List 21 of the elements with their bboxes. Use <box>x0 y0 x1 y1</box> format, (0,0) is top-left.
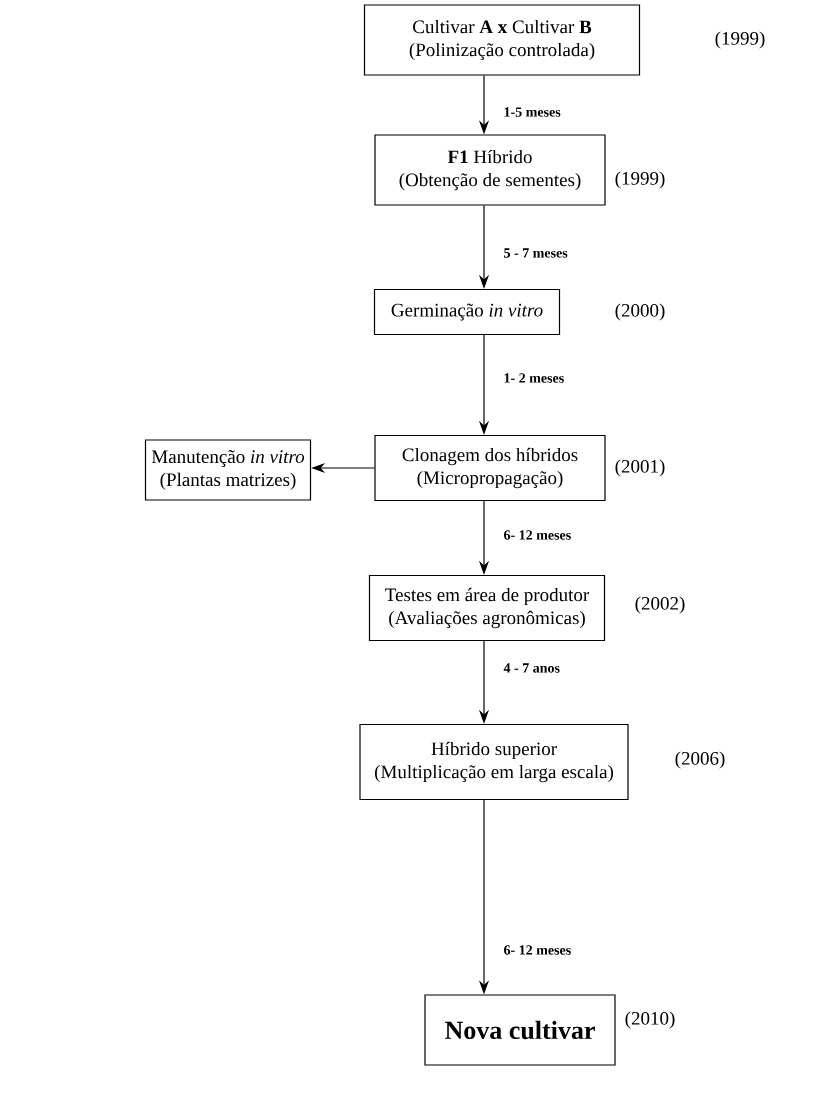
process-box: F1 Híbrido (Obtenção de sementes) <box>374 134 606 206</box>
edge-label: 1-5 meses <box>504 107 561 117</box>
year-label: (1999) <box>615 171 665 189</box>
process-box: Cultivar A x Cultivar B (Polinização controlada) <box>363 4 641 76</box>
year-label: (2001) <box>615 459 665 477</box>
year-label: (1999) <box>715 31 765 49</box>
year-label: (2010) <box>625 1011 675 1029</box>
process-box: Híbrido superior (Multiplicação em larga escala) <box>359 723 629 801</box>
process-box: Germinação in vitro <box>373 288 561 336</box>
edge-label: 1- 2 meses <box>504 373 564 383</box>
year-label: (2006) <box>675 751 725 769</box>
edge-label: 4 - 7 anos <box>503 663 560 673</box>
edge-label: 6- 12 meses <box>504 530 571 540</box>
process-box: Manutenção in vitro (Plantas matrizes) <box>144 439 312 501</box>
process-box: Clonagem dos híbridos (Micropropagação) <box>374 434 606 502</box>
edge-label: 5 - 7 meses <box>504 248 568 258</box>
year-label: (2002) <box>635 596 685 614</box>
edge-label: 6- 12 meses <box>504 945 571 955</box>
process-box: Nova cultivar <box>424 994 616 1066</box>
process-box: Testes em área de produtor (Avaliações agronômicas) <box>368 574 606 642</box>
year-label: (2000) <box>615 303 665 321</box>
